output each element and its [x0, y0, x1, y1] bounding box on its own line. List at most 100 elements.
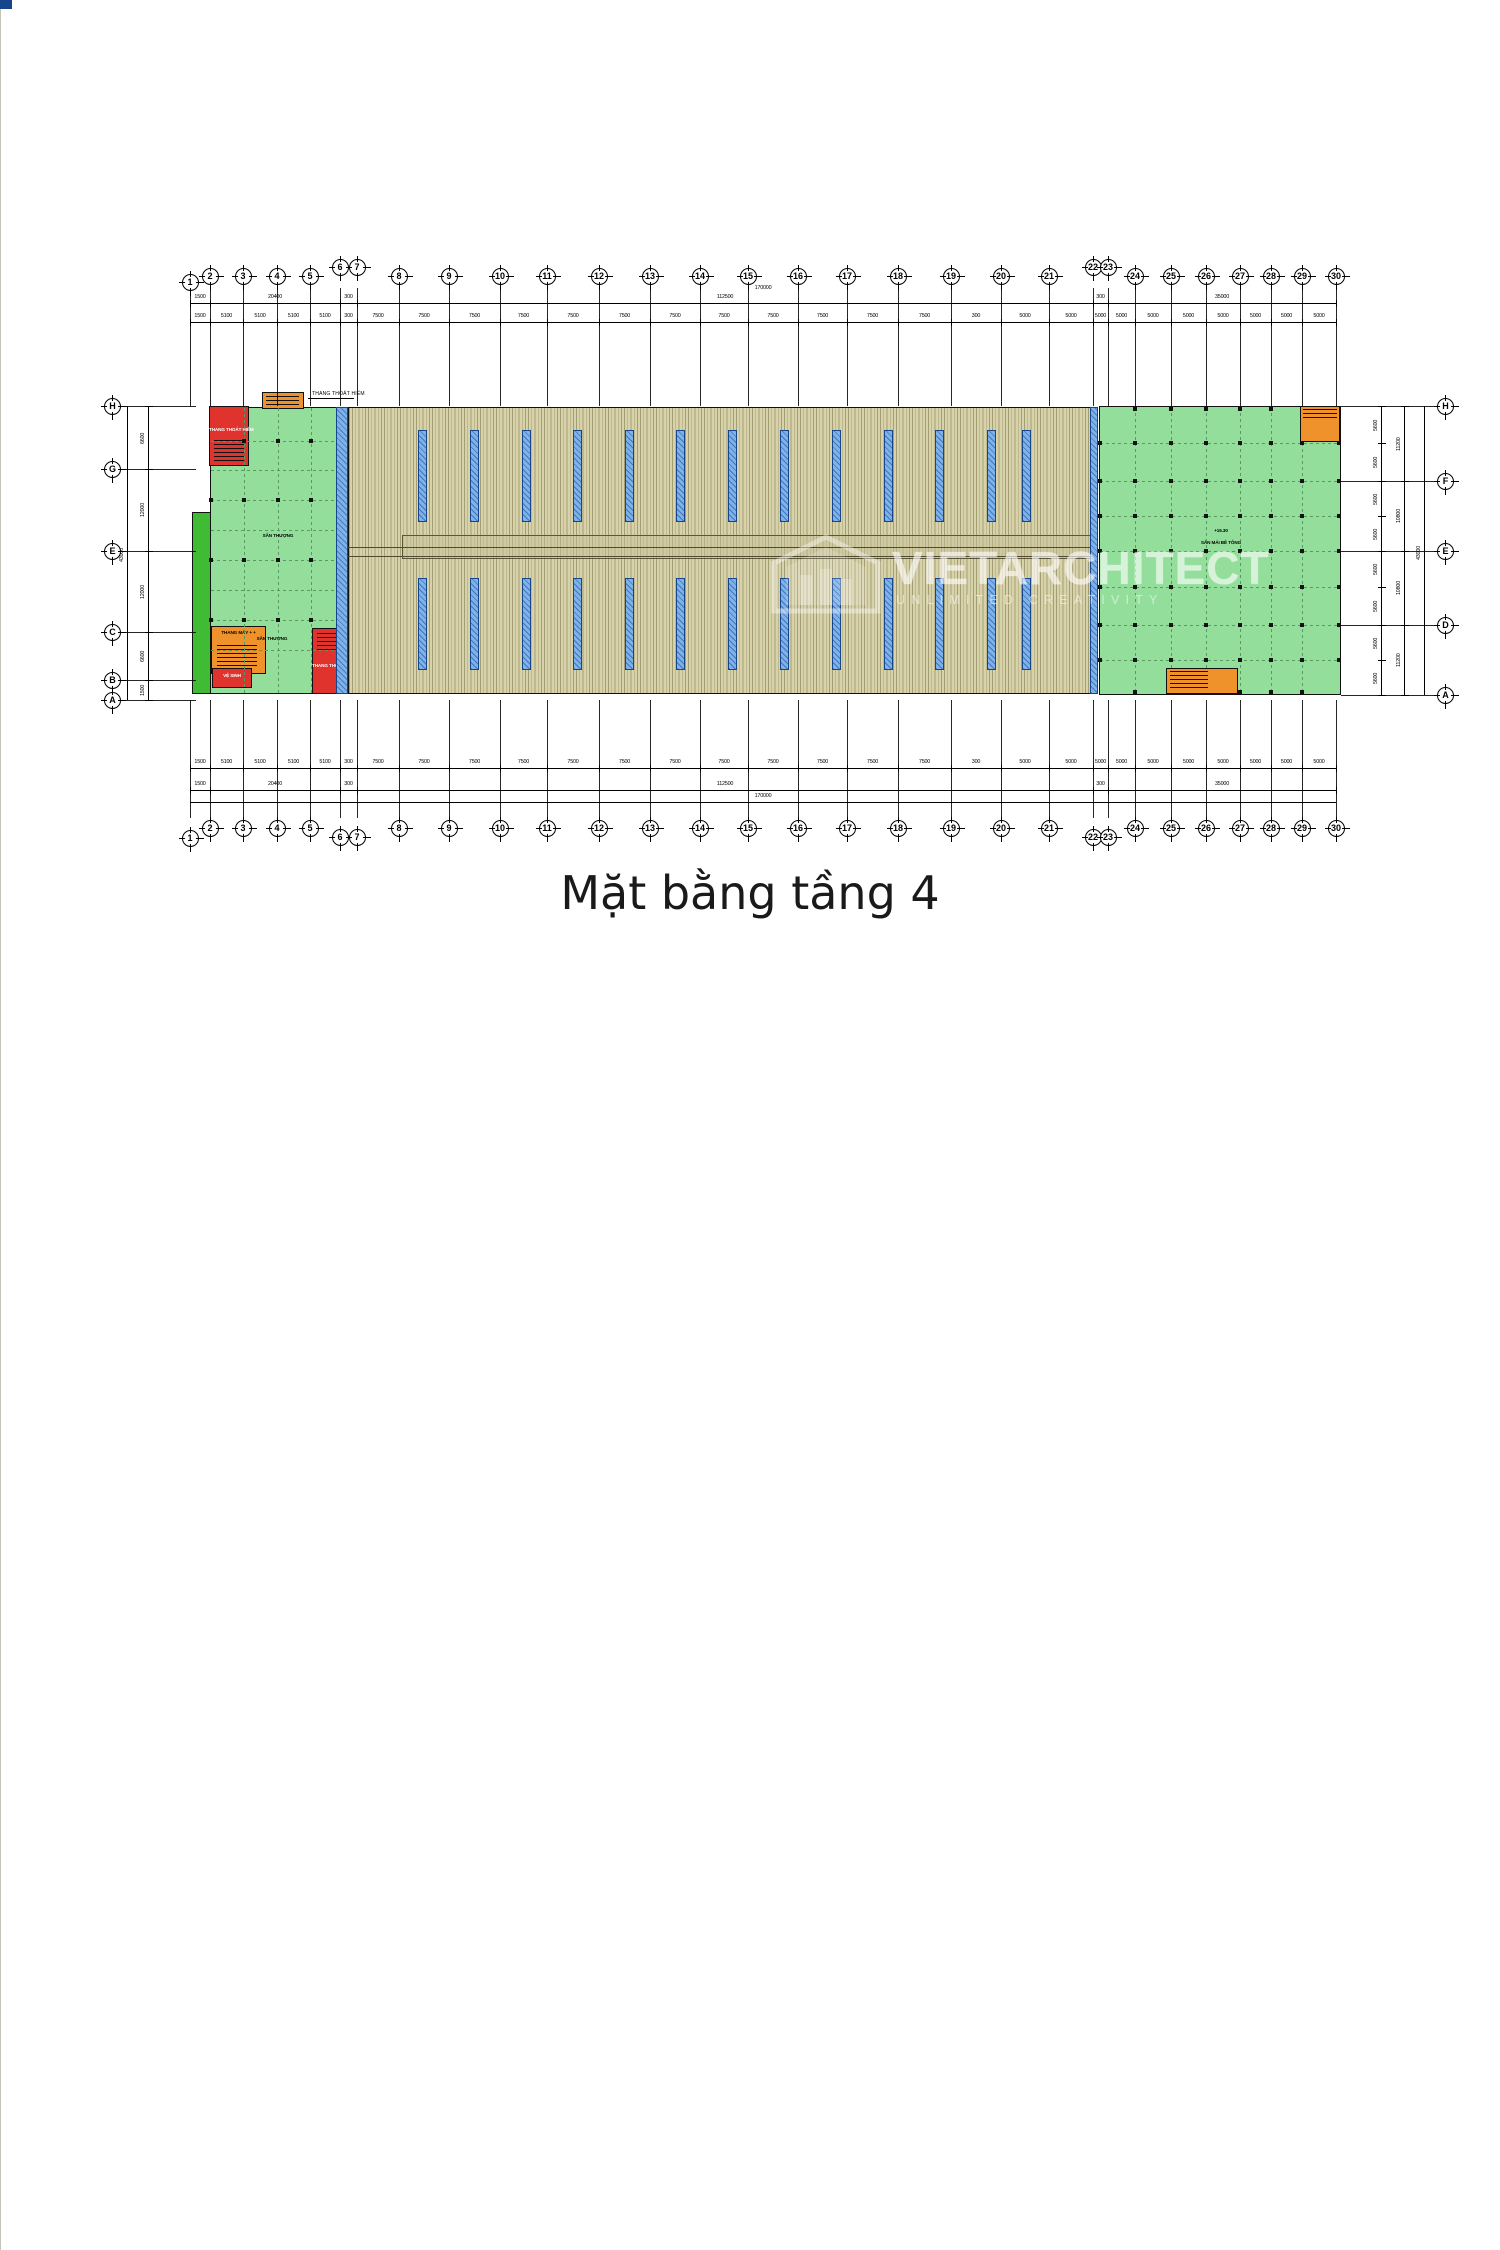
grid-bubble-left-E[interactable]: E	[101, 539, 126, 565]
grid-bubble-top-3[interactable]: 3	[231, 265, 257, 290]
grid-bubble-top-29[interactable]: 29	[1290, 265, 1316, 290]
grid-bubble-bottom-29[interactable]: 29	[1290, 817, 1316, 842]
grid-bubble-top-13[interactable]: 13	[638, 265, 664, 290]
grid-extension-bottom-25	[1171, 700, 1172, 818]
dim-right-overall-line	[1424, 406, 1425, 695]
grid-bubble-left-A[interactable]: A	[101, 688, 126, 714]
grid-bubble-right-E[interactable]: E	[1434, 539, 1459, 565]
grid-bubble-bottom-4[interactable]: 4	[265, 817, 291, 842]
grid-bubble-top-9[interactable]: 9	[437, 265, 463, 290]
grid-bubble-bottom-2[interactable]: 2	[198, 817, 224, 842]
grid-bubble-bottom-19[interactable]: 19	[939, 817, 965, 842]
grid-bubble-bottom-26[interactable]: 26	[1194, 817, 1220, 842]
grid-bubble-top-17[interactable]: 17	[835, 265, 861, 290]
grid-bubble-top-12[interactable]: 12	[587, 265, 613, 290]
grid-bubble-bottom-18[interactable]: 18	[886, 817, 912, 842]
grid-bubble-bottom-7[interactable]: 7	[345, 826, 371, 851]
grid-bubble-bottom-1[interactable]: 1	[178, 827, 204, 852]
grid-bubble-top-16[interactable]: 16	[786, 265, 812, 290]
grid-bubble-top-20[interactable]: 20	[989, 265, 1015, 290]
grid-bubble-bottom-24[interactable]: 24	[1123, 817, 1149, 842]
grid-bubble-bottom-11[interactable]: 11	[535, 817, 561, 842]
grid-bubble-label: 21	[1043, 271, 1055, 282]
grid-bubble-bottom-20[interactable]: 20	[989, 817, 1015, 842]
grid-bubble-top-4[interactable]: 4	[265, 265, 291, 290]
skylight-lower-3	[573, 578, 582, 670]
column-left-14	[209, 618, 213, 622]
grid-bubble-bottom-15[interactable]: 15	[736, 817, 762, 842]
column-left-11	[309, 618, 313, 622]
dim-left-tick-2	[144, 551, 153, 552]
dim-top-detail-value: 1500	[194, 313, 206, 319]
grid-bubble-top-25[interactable]: 25	[1159, 265, 1185, 290]
grid-bubble-top-24[interactable]: 24	[1123, 265, 1149, 290]
grid-bubble-bottom-10[interactable]: 10	[488, 817, 514, 842]
grid-bubble-top-30[interactable]: 30	[1324, 265, 1350, 290]
grid-bubble-top-2[interactable]: 2	[198, 265, 224, 290]
grid-bubble-bottom-30[interactable]: 30	[1324, 817, 1350, 842]
grid-bubble-bottom-5[interactable]: 5	[298, 817, 324, 842]
grid-bubble-bottom-17[interactable]: 17	[835, 817, 861, 842]
dim-top-detail-value: 5000	[1065, 313, 1077, 319]
grid-bubble-top-15[interactable]: 15	[736, 265, 762, 290]
grid-bubble-bottom-3[interactable]: 3	[231, 817, 257, 842]
grid-bubble-right-F[interactable]: F	[1434, 469, 1459, 495]
grid-bubble-bottom-16[interactable]: 16	[786, 817, 812, 842]
grid-bubble-right-A[interactable]: A	[1434, 683, 1459, 709]
dim-top-detail-tick-27	[1271, 318, 1272, 326]
dim-bottom-detail-value: 5000	[1249, 759, 1262, 765]
grid-bubble-bottom-25[interactable]: 25	[1159, 817, 1185, 842]
grid-bubble-left-G[interactable]: G	[101, 457, 126, 483]
grid-bubble-label: 24	[1129, 823, 1141, 834]
grid-extension-bottom-22	[1093, 700, 1094, 818]
grid-bubble-top-21[interactable]: 21	[1037, 265, 1063, 290]
grid-bubble-top-14[interactable]: 14	[688, 265, 714, 290]
dim-right-tick-7	[1377, 660, 1386, 661]
roof-bay-line-4	[0, 1157, 1, 1444]
grid-bubble-top-27[interactable]: 27	[1228, 265, 1254, 290]
dim-top-detail-tick-13	[700, 318, 701, 326]
grid-bubble-top-28[interactable]: 28	[1259, 265, 1285, 290]
dim-top-detail-tick-14	[748, 318, 749, 326]
stair-treads-top-left	[214, 440, 244, 462]
grid-bubble-top-7[interactable]: 7	[345, 256, 371, 281]
grid-bubble-top-23[interactable]: 23	[1096, 256, 1122, 281]
grid-bubble-right-D[interactable]: D	[1434, 613, 1459, 639]
blue-wall-joint-6	[0, 6, 12, 7]
column-right	[1204, 549, 1208, 553]
dim-bottom-detail-value: 5000	[1182, 759, 1195, 765]
grid-bubble-bottom-28[interactable]: 28	[1259, 817, 1285, 842]
grid-bubble-top-1[interactable]: 1	[178, 271, 204, 296]
grid-bubble-bottom-6[interactable]: 6	[328, 826, 354, 851]
grid-bubble-top-18[interactable]: 18	[886, 265, 912, 290]
grid-bubble-left-H[interactable]: H	[101, 394, 126, 420]
grid-bubble-top-26[interactable]: 26	[1194, 265, 1220, 290]
grid-bubble-top-11[interactable]: 11	[535, 265, 561, 290]
grid-bubble-left-B[interactable]: B	[101, 668, 126, 694]
dim-right-detail-value: 5600	[1373, 527, 1379, 540]
grid-bubble-bottom-9[interactable]: 9	[437, 817, 463, 842]
grid-bubble-top-5[interactable]: 5	[298, 265, 324, 290]
grid-bubble-bottom-8[interactable]: 8	[387, 817, 413, 842]
grid-bubble-left-C[interactable]: C	[101, 620, 126, 646]
grid-bubble-bottom-13[interactable]: 13	[638, 817, 664, 842]
column-right	[1098, 658, 1102, 662]
grid-bubble-bottom-12[interactable]: 12	[587, 817, 613, 842]
grid-extension-bottom-8	[399, 700, 400, 818]
grid-bubble-bottom-21[interactable]: 21	[1037, 817, 1063, 842]
grid-bubble-bottom-14[interactable]: 14	[688, 817, 714, 842]
dim-top-detail-value: 7500	[918, 313, 931, 319]
grid-bubble-bottom-27[interactable]: 27	[1228, 817, 1254, 842]
grid-bubble-bottom-23[interactable]: 23	[1096, 826, 1122, 851]
grid-bubble-top-8[interactable]: 8	[387, 265, 413, 290]
grid-bubble-top-19[interactable]: 19	[939, 265, 965, 290]
grid-bubble-top-10[interactable]: 10	[488, 265, 514, 290]
grid-bubble-top-6[interactable]: 6	[328, 256, 354, 281]
column-right	[1238, 441, 1242, 445]
grid-bubble-right-H[interactable]: H	[1434, 394, 1459, 420]
grid-bubble-label: 10	[494, 271, 506, 282]
grid-extension-top-7	[357, 288, 358, 406]
grid-extension-bottom-14	[700, 700, 701, 818]
leader-escape-stair-top	[308, 398, 354, 399]
dim-top-detail-value: 7500	[418, 313, 430, 319]
